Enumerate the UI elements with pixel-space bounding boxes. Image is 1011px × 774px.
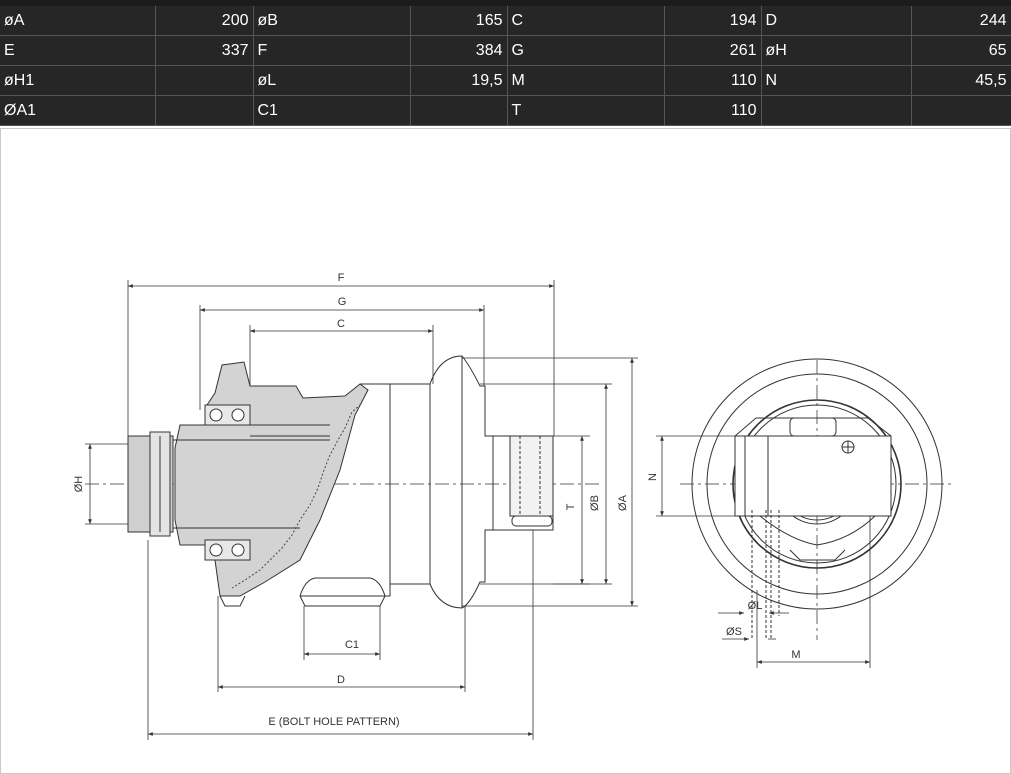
label-e: E (BOLT HOLE PATTERN) bbox=[268, 716, 399, 728]
dim-label: D bbox=[761, 6, 912, 36]
outer-flange-circle bbox=[691, 358, 943, 610]
dim-label bbox=[761, 95, 912, 126]
dim-value: 110 bbox=[664, 95, 762, 126]
dim-label: G bbox=[507, 35, 665, 66]
label-t: T bbox=[565, 503, 577, 510]
dim-value: 110 bbox=[664, 65, 762, 96]
label-f: F bbox=[338, 272, 345, 284]
dim-label: øH1 bbox=[0, 65, 156, 96]
dim-value bbox=[155, 95, 254, 126]
table-row: E 337 F 384 G 261 øH 65 bbox=[0, 35, 1011, 66]
label-a: ØA bbox=[617, 494, 629, 511]
front-view-labels: N ØL ØS M bbox=[647, 473, 801, 661]
label-c: C bbox=[337, 318, 345, 330]
dim-value: 194 bbox=[664, 6, 762, 36]
dim-label: øB bbox=[253, 6, 411, 36]
seal-housing-section bbox=[174, 361, 369, 597]
dim-label: T bbox=[507, 95, 665, 126]
label-h: ØH bbox=[73, 476, 85, 493]
table-row: øH1 øL 19,5 M 110 N 45,5 bbox=[0, 65, 1011, 96]
dim-label: øA bbox=[0, 6, 156, 36]
label-c1: C1 bbox=[345, 639, 359, 651]
label-g: G bbox=[338, 296, 347, 308]
dim-value: 244 bbox=[911, 6, 1011, 36]
side-view-dimensions bbox=[85, 280, 638, 740]
label-s: ØS bbox=[726, 626, 742, 638]
dim-label: N bbox=[761, 65, 912, 96]
dimensions-table: øA 200 øB 165 C 194 D 244 E 337 F 384 G … bbox=[0, 6, 1011, 126]
dim-label: C1 bbox=[253, 95, 411, 126]
mounting-block bbox=[734, 435, 892, 517]
dim-label: C bbox=[507, 6, 665, 36]
dim-value: 261 bbox=[664, 35, 762, 66]
dim-label: ØA1 bbox=[0, 95, 156, 126]
dim-value: 165 bbox=[410, 6, 508, 36]
dim-value bbox=[410, 95, 508, 126]
dim-value bbox=[155, 65, 254, 96]
dim-value: 19,5 bbox=[410, 65, 508, 96]
dim-value: 65 bbox=[911, 35, 1011, 66]
label-n: N bbox=[647, 473, 659, 481]
dim-value bbox=[911, 95, 1011, 126]
dim-label: F bbox=[253, 35, 411, 66]
dim-label: øL bbox=[253, 65, 411, 96]
table-row: ØA1 C1 T 110 bbox=[0, 95, 1011, 126]
side-section-view bbox=[85, 355, 600, 609]
track-roller-technical-drawing: F G C ØH T ØB ØA C1 D E (BOLT HOLE PATTE… bbox=[73, 272, 955, 740]
dim-value: 45,5 bbox=[911, 65, 1011, 96]
dim-value: 200 bbox=[155, 6, 254, 36]
dim-label: øH bbox=[761, 35, 912, 66]
dim-value: 384 bbox=[410, 35, 508, 66]
top-bar bbox=[0, 0, 1011, 6]
dim-value: 337 bbox=[155, 35, 254, 66]
label-b: ØB bbox=[589, 495, 601, 511]
dim-label: E bbox=[0, 35, 156, 66]
front-end-view bbox=[680, 358, 955, 640]
dim-label: M bbox=[507, 65, 665, 96]
table-row: øA 200 øB 165 C 194 D 244 bbox=[0, 6, 1011, 36]
label-d: D bbox=[337, 674, 345, 686]
label-m: M bbox=[791, 649, 800, 661]
label-l: ØL bbox=[748, 600, 763, 612]
side-view-labels: F G C ØH T ØB ØA C1 D E (BOLT HOLE PATTE… bbox=[73, 272, 629, 728]
front-view-dimensions bbox=[656, 435, 871, 668]
